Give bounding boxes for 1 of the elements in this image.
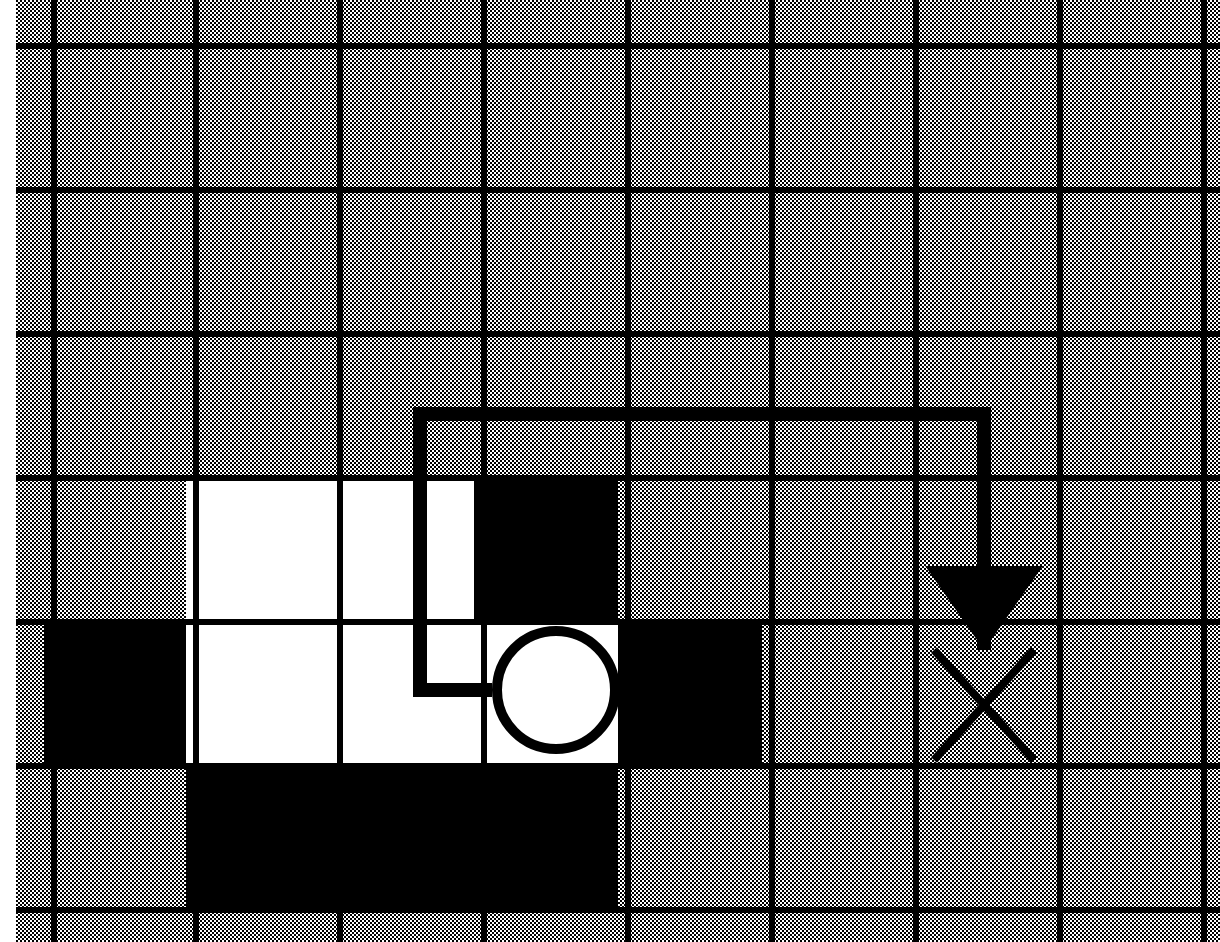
arrow [413, 407, 1043, 697]
